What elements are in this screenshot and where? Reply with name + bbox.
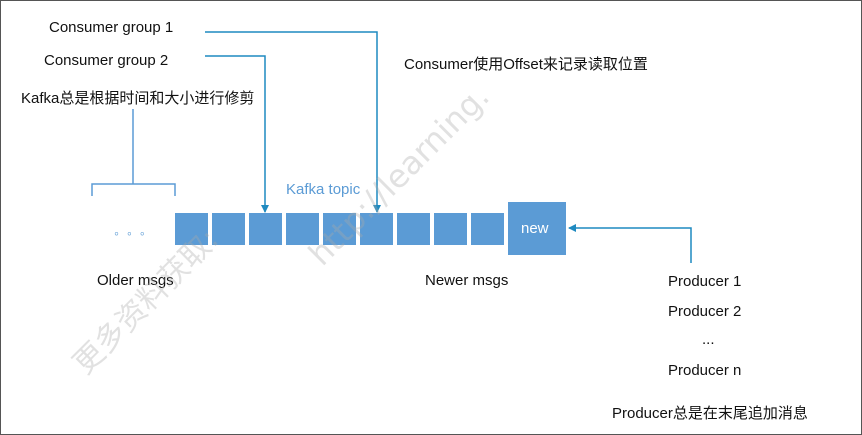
older-msgs-label: Older msgs [97, 272, 174, 289]
producer-n-label: Producer n [668, 362, 742, 379]
producer-2-label: Producer 2 [668, 303, 742, 320]
log-cell [469, 211, 506, 247]
consumer-group-1-arrow [205, 31, 381, 213]
offset-note: Consumer使用Offset来记录读取位置 [404, 56, 648, 73]
producer-append-arrow [568, 224, 692, 263]
log-cell [432, 211, 469, 247]
retention-note: Kafka总是根据时间和大小进行修剪 [21, 90, 255, 107]
log-cell [395, 211, 432, 247]
new-message-cell [506, 200, 568, 257]
log-cell [210, 211, 247, 247]
consumer-group-2-label: Consumer group 2 [44, 52, 169, 69]
topic-label: Kafka topic [286, 181, 361, 198]
log-cell [358, 211, 395, 247]
topic-log-cells [173, 200, 568, 257]
consumer-group-1-label: Consumer group 1 [49, 19, 174, 36]
producer-ellipsis: ... [702, 331, 715, 348]
newer-msgs-label: Newer msgs [425, 272, 509, 289]
retention-bracket [91, 109, 176, 196]
append-note: Producer总是在末尾追加消息 [612, 405, 808, 422]
older-dots: ◦ ◦ ◦ [114, 225, 147, 241]
log-cell [173, 211, 210, 247]
log-cell [247, 211, 284, 247]
log-cell [284, 211, 321, 247]
new-message-label: new [521, 220, 549, 237]
producer-1-label: Producer 1 [668, 273, 742, 290]
log-cell [321, 211, 358, 247]
consumer-group-2-arrow [205, 55, 269, 213]
